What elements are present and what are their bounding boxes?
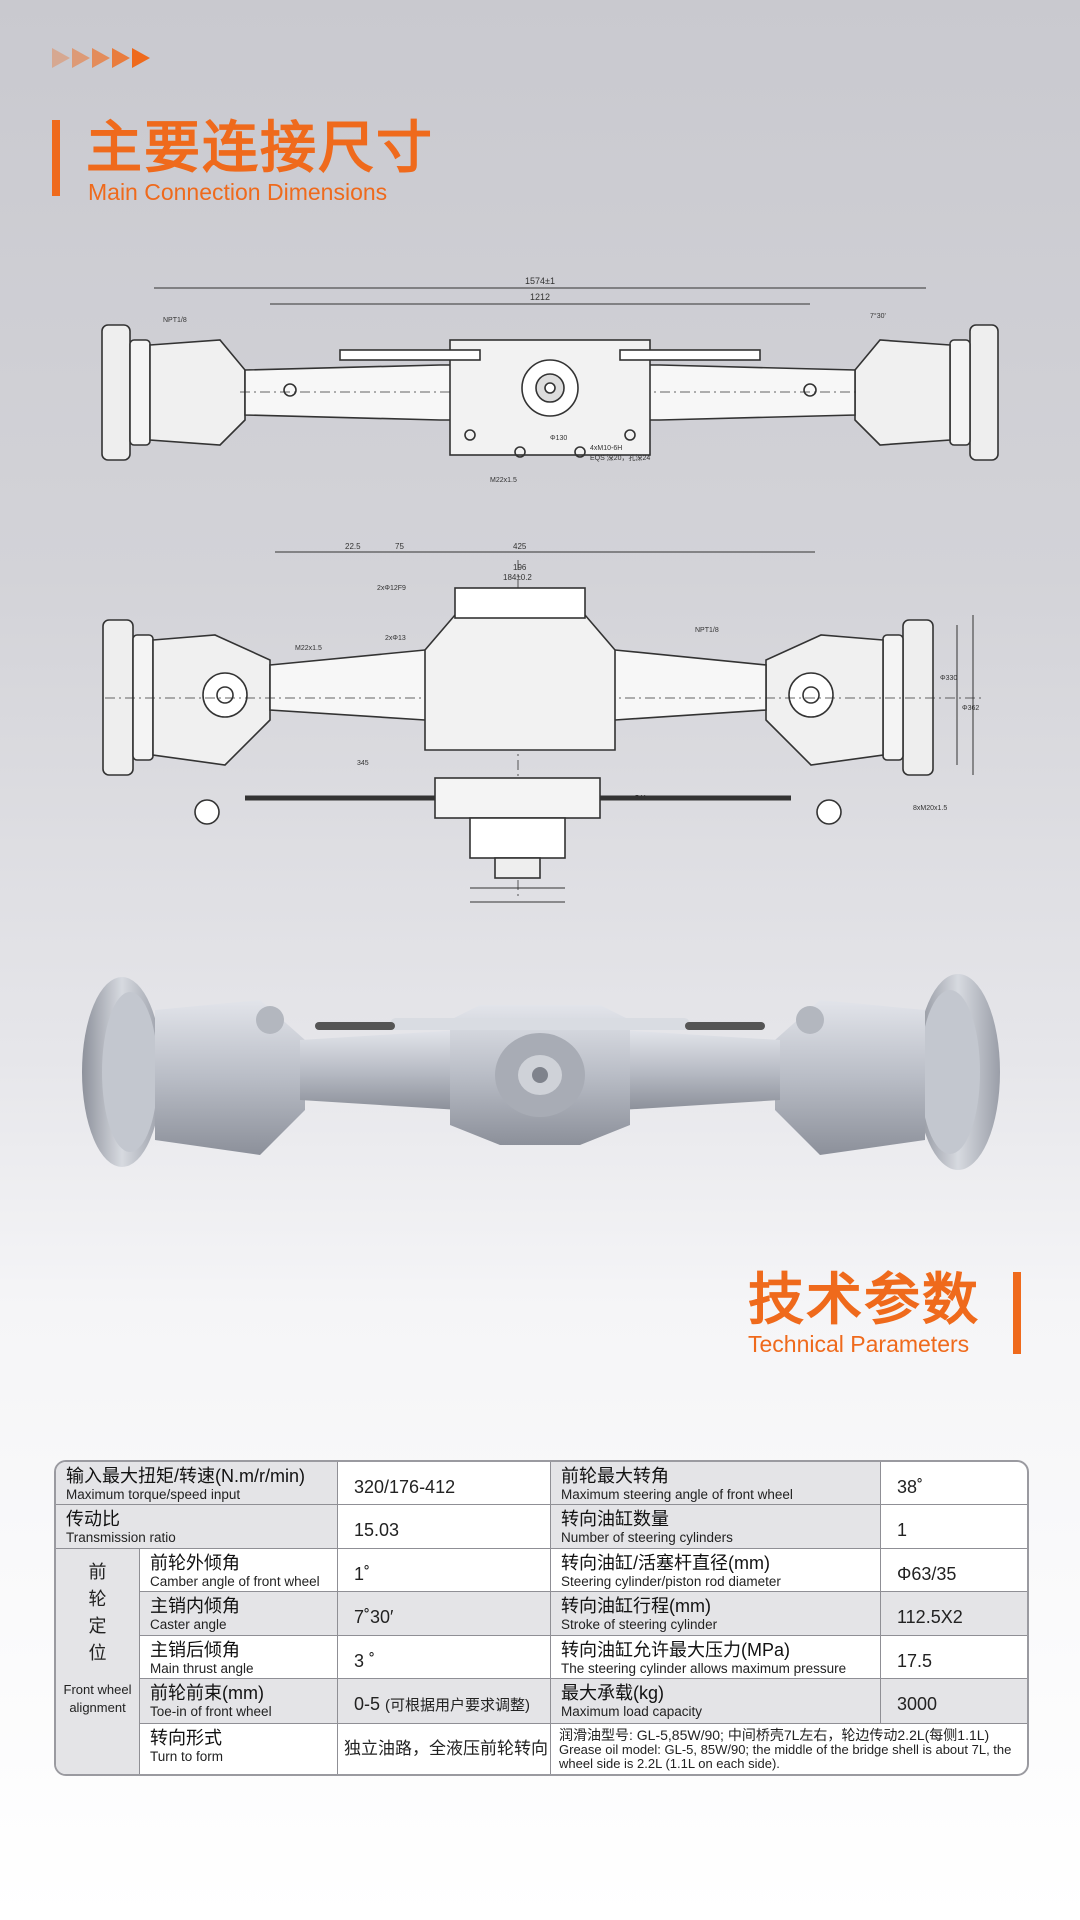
table-row-1-value-right: 38˚ (881, 1462, 1027, 1505)
table-row-6-label-right: 最大承载(kg)Maximum load capacity (551, 1679, 881, 1724)
dim-label: EQS 深20，孔深24 (590, 453, 650, 462)
dim-label: M22x1.5 (295, 645, 322, 652)
axle-drawing-plan-view: 22.5 75 425 184±0.2 196 2xΦ12F (95, 540, 995, 910)
dim-label: 22.5 (345, 542, 361, 551)
title-accent-bar (52, 120, 60, 196)
dim-label: 184±0.2 (503, 573, 532, 582)
section-title-zh-2: 技术参数 (748, 1268, 980, 1331)
dim-label: 1212 (530, 292, 550, 302)
table-row-4-label-right: 转向油缸行程(mm)Stroke of steering cylinder (551, 1592, 881, 1636)
dim-label: 345 (357, 760, 369, 767)
dim-label: 8xM20x1.5 (913, 805, 947, 812)
table-row-5-label-right: 转向油缸允许最大压力(MPa)The steering cylinder all… (551, 1636, 881, 1679)
table-row-6-value: 0-5 (可根据用户要求调整) (338, 1679, 551, 1724)
dim-label: 4xM10-6H (590, 445, 622, 452)
lubricant-info: 润滑油型号: GL-5,85W/90; 中间桥壳7L左右，轮边传动2.2L(每侧… (559, 1727, 1012, 1771)
dim-label: 2xΦ12F9 (377, 585, 406, 592)
toe-in-value: 0-5 (354, 1694, 381, 1714)
dim-label: M22x1.5 (490, 477, 517, 484)
table-row-3-label-right: 转向油缸/活塞杆直径(mm)Steering cylinder/piston r… (551, 1549, 881, 1592)
front-wheel-alignment-group: 前 轮 定 位 Front wheel alignment (56, 1549, 140, 1774)
technical-parameters-table: 输入最大扭矩/转速(N.m/r/min)Maximum torque/speed… (54, 1460, 1029, 1776)
table-row-4-value-right: 112.5X2 (881, 1592, 1027, 1636)
section-title-en: Main Connection Dimensions (88, 179, 388, 205)
table-row-1-label: 输入最大扭矩/转速(N.m/r/min)Maximum torque/speed… (56, 1462, 338, 1505)
table-row-1-value: 320/176-412 (338, 1462, 551, 1505)
table-row-3-value: 1˚ (338, 1549, 551, 1592)
table-row-3-value-right: Φ63/35 (881, 1549, 1027, 1592)
dim-label: 425 (513, 542, 527, 551)
axle-product-photo (60, 960, 1020, 1180)
table-row-4-value: 7˚30′ (338, 1592, 551, 1636)
toe-in-note: (可根据用户要求调整) (385, 1697, 531, 1714)
title-accent-bar-2 (1013, 1272, 1021, 1354)
dim-label: 7°30' (870, 312, 886, 320)
dim-label: 196 (513, 563, 527, 572)
table-row-2-value: 15.03 (338, 1505, 551, 1549)
dim-label: Φ362 (962, 705, 979, 712)
arrow-decoration-icon (52, 48, 150, 68)
table-row-2-value-right: 1 (881, 1505, 1027, 1549)
axle-drawing-top-view: 1574±1 1212 NPT1/8 7°30' Φ130 4xM10-6H E… (80, 270, 1020, 500)
table-row-6-value-right: 3000 (881, 1679, 1027, 1724)
table-row-5-value: 3 ˚ (338, 1636, 551, 1679)
dim-label: NPT1/8 (695, 627, 719, 634)
dim-label: 541 (635, 795, 647, 802)
table-row-5-value-right: 17.5 (881, 1636, 1027, 1679)
section-title-en-2: Technical Parameters (748, 1331, 970, 1357)
table-row-6-label: 前轮前束(mm)Toe-in of front wheel (140, 1679, 338, 1724)
dim-label: Φ330 (940, 675, 957, 682)
dim-label: 1574±1 (525, 276, 555, 286)
dim-label: 75 (395, 542, 404, 551)
table-row-7-value: 独立油路，全液压前轮转向 (338, 1724, 551, 1774)
dim-label: 2xΦ13 (385, 635, 406, 642)
section-title-zh: 主要连接尺寸 (86, 116, 434, 179)
dim-label: Φ130 (550, 435, 567, 442)
dim-label: NPT1/8 (163, 317, 187, 324)
